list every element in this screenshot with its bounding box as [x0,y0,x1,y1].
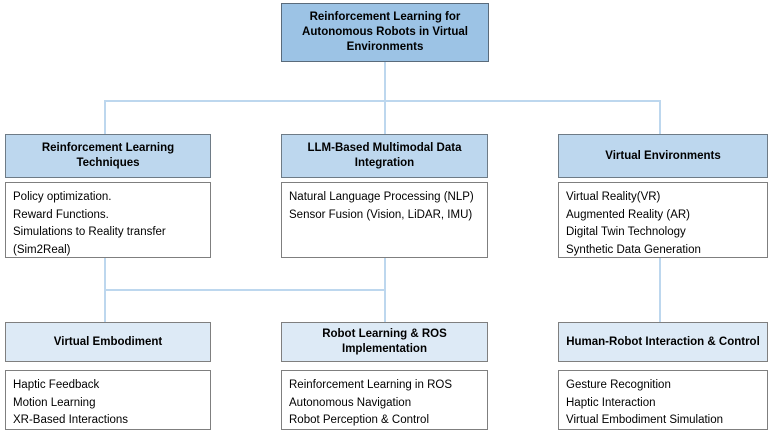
list-reinforcement-learning-techniques: Policy optimization. Reward Functions. S… [13,189,203,259]
list-item: Augmented Reality (AR) [566,208,690,221]
node-root-title: Reinforcement Learning for Autonomous Ro… [302,11,468,53]
body-human-robot-interaction-and-control: Gesture Recognition Haptic Interaction V… [558,370,768,430]
body-reinforcement-learning-techniques: Policy optimization. Reward Functions. S… [5,182,211,258]
connector-level1-drop-right [659,100,661,134]
node-human-robot-interaction-and-control-title: Human-Robot Interaction & Control [566,335,760,348]
list-item: Haptic Interaction [566,396,656,409]
list-virtual-embodiment: Haptic Feedback Motion Learning XR-Based… [13,377,203,430]
node-root[interactable]: Reinforcement Learning for Autonomous Ro… [281,3,489,62]
connector-level1-drop-center [384,100,386,134]
list-item: Reward Functions. [13,208,109,221]
body-llm-based-multimodal-data-integration: Natural Language Processing (NLP) Sensor… [281,182,488,258]
list-llm-based-multimodal-data-integration: Natural Language Processing (NLP) Sensor… [289,189,480,224]
connector-level1-bus [104,100,661,102]
list-item: Haptic Feedback [13,379,100,391]
node-reinforcement-learning-techniques[interactable]: Reinforcement Learning Techniques [5,134,211,178]
node-llm-based-multimodal-data-integration-title: LLM-Based Multimodal Data Integration [307,142,462,169]
list-item: Virtual Embodiment Simulation [566,414,724,426]
list-item: Natural Language Processing (NLP) [289,191,474,203]
list-virtual-environments: Virtual Reality(VR) Augmented Reality (A… [566,189,760,259]
body-virtual-embodiment: Haptic Feedback Motion Learning XR-Based… [5,370,211,430]
list-item: Motion Learning [13,396,96,409]
list-robot-learning-and-ros-implementation: Reinforcement Learning in ROS Autonomous… [289,377,480,430]
node-virtual-embodiment-title: Virtual Embodiment [53,335,163,348]
body-robot-learning-and-ros-implementation: Reinforcement Learning in ROS Autonomous… [281,370,488,430]
list-item: XR-Based Interactions [13,414,129,426]
list-item: Simulations to Reality transfer [13,226,166,238]
node-virtual-environments[interactable]: Virtual Environments [558,134,768,178]
list-item: Reinforcement Learning in ROS [289,379,452,391]
node-human-robot-interaction-and-control[interactable]: Human-Robot Interaction & Control [558,322,768,362]
list-item: Robot Perception & Control [289,414,429,426]
list-item: Autonomous Navigation [289,396,412,409]
node-robot-learning-and-ros-implementation-title: Robot Learning & ROS Implementation [322,328,447,355]
list-item: Policy optimization. [13,191,112,203]
node-llm-based-multimodal-data-integration[interactable]: LLM-Based Multimodal Data Integration [281,134,488,178]
list-item: Sensor Fusion (Vision, LiDAR, IMU) [289,208,473,221]
list-item: Gesture Recognition [566,379,671,391]
list-human-robot-interaction-and-control: Gesture Recognition Haptic Interaction V… [566,377,760,430]
connector-level2-riser-right [659,258,661,322]
list-item: Digital Twin Technology [566,226,686,238]
connector-root-stem [384,62,386,102]
body-virtual-environments: Virtual Reality(VR) Augmented Reality (A… [558,182,768,258]
list-item: Virtual Reality(VR) [566,191,661,203]
list-item: Synthetic Data Generation [566,243,701,256]
node-virtual-environments-title: Virtual Environments [605,149,721,162]
node-robot-learning-and-ros-implementation[interactable]: Robot Learning & ROS Implementation [281,322,488,362]
connector-level1-drop-left [104,100,106,134]
node-virtual-embodiment[interactable]: Virtual Embodiment [5,322,211,362]
connector-level2-bus [104,289,386,291]
list-item: (Sim2Real) [13,243,71,256]
node-reinforcement-learning-techniques-title: Reinforcement Learning Techniques [41,142,175,169]
